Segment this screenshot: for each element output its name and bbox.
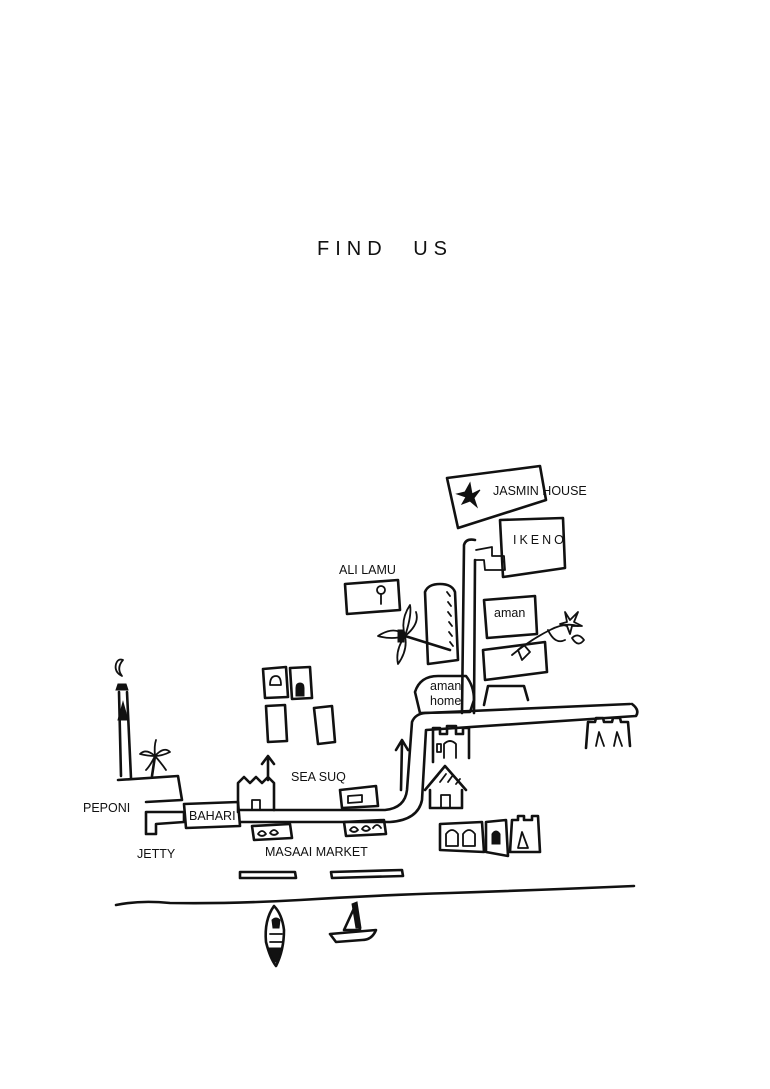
market-stall-1	[250, 822, 294, 842]
label-peponi: PEPONI	[83, 801, 130, 815]
market-stall-2	[342, 818, 388, 838]
building-east-arches	[584, 716, 632, 750]
label-aman: aman	[494, 606, 525, 620]
beach-bar-2	[329, 868, 405, 880]
label-ali-lamu: ALI LAMU	[339, 563, 396, 577]
label-aman-home-line1: aman	[430, 679, 461, 693]
house-block-2	[312, 704, 337, 746]
label-jetty: JETTY	[137, 847, 176, 861]
fort-building	[431, 724, 471, 764]
main-road-lower	[238, 702, 639, 824]
bahari-building	[182, 800, 242, 830]
hut-icon	[423, 764, 468, 810]
jasmin-house-building	[445, 464, 548, 530]
tower-door	[251, 799, 261, 811]
house-with-dome	[261, 665, 290, 700]
house-block-1	[264, 703, 289, 744]
aman-annex-building	[481, 640, 549, 682]
mosque-icon	[114, 658, 133, 780]
arrow-up-icon	[394, 738, 410, 792]
label-jasmin-house: JASMIN HOUSE	[493, 484, 587, 498]
palm-tree-icon	[455, 481, 481, 509]
sailboat-icon	[328, 901, 378, 944]
label-bahari: BAHARI	[189, 809, 236, 823]
small-building-east	[482, 684, 530, 707]
boat-icon	[264, 904, 286, 968]
shoreline	[114, 884, 636, 907]
beach-bar-1	[238, 870, 298, 880]
house-with-door	[288, 665, 314, 701]
sea-suq-building	[338, 784, 380, 810]
label-ikeno: IKENO	[513, 533, 567, 547]
ikeno-building	[498, 516, 567, 579]
tower-stairs	[446, 591, 454, 647]
page-title: FIND US	[317, 238, 453, 260]
fort-window	[436, 743, 442, 753]
label-masaai-market: MASAAI MARKET	[265, 845, 368, 859]
ikeno-steps	[475, 546, 506, 571]
key-icon	[376, 585, 386, 605]
fort-door	[443, 740, 457, 759]
arrow-up-icon	[260, 754, 276, 782]
flower-icon	[511, 611, 585, 661]
aman-home-building	[413, 674, 476, 715]
tower-house	[236, 775, 276, 814]
door-icon	[295, 682, 305, 697]
aman-building	[482, 594, 539, 640]
jetty-pier	[144, 810, 186, 836]
label-sea-suq: SEA SUQ	[291, 770, 346, 784]
tower-building	[423, 582, 460, 666]
north-road-east	[472, 558, 477, 715]
palm-tree-icon	[139, 739, 171, 778]
peponi-building	[116, 774, 184, 804]
ali-lamu-building	[343, 578, 402, 616]
sea-suq-window	[347, 794, 363, 804]
arched-houses	[438, 814, 542, 858]
dome-icon	[269, 675, 282, 686]
palm-tree-icon	[377, 604, 452, 665]
north-road-west	[460, 538, 477, 715]
label-aman-home-line2: home	[430, 694, 461, 708]
